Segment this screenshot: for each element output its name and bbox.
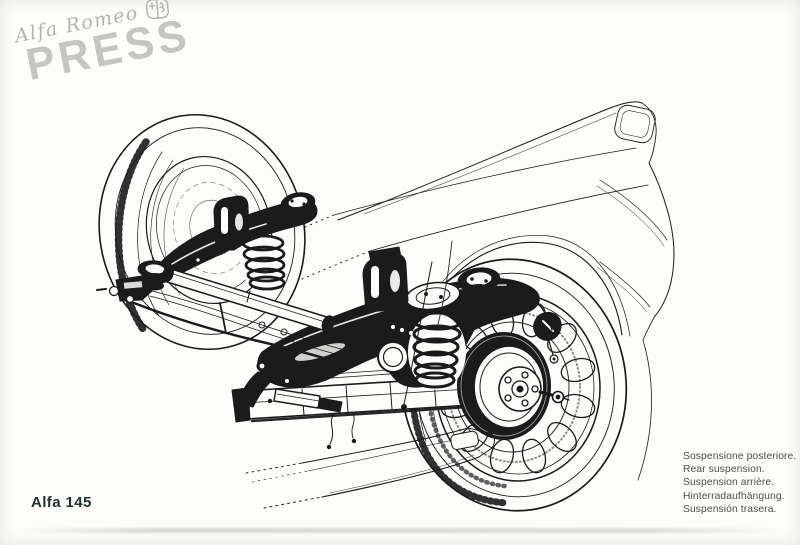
arm-end-mount (280, 192, 316, 217)
bushing-eye (377, 341, 409, 373)
left-wheel (98, 113, 306, 351)
alfa-romeo-badge-icon (145, 0, 169, 20)
tire-tread (114, 138, 150, 333)
brake-caliper-fitting (533, 312, 562, 364)
caption-line-es: Suspensión trasera. (683, 503, 777, 515)
model-label: Alfa 145 (31, 494, 92, 511)
left-trailing-arm (96, 192, 353, 365)
brake-pipes (149, 290, 353, 359)
caption-line-de: Hinterradaufhängung. (683, 490, 785, 502)
upper-mount (457, 267, 501, 296)
mount-clevis (96, 274, 153, 304)
sill-panel (245, 427, 495, 509)
press-logo: Alfa Romeo PRESS (13, 0, 194, 90)
wheel-hub (498, 366, 570, 412)
caption-line-fr: Suspension arrière. (683, 477, 775, 489)
scan-shadow-band (18, 528, 786, 533)
tail-light (614, 104, 656, 144)
arm-bracket (213, 195, 250, 251)
coil-spring-center (408, 311, 466, 390)
tire-tread (409, 400, 511, 507)
shock-absorber-tube (162, 265, 335, 333)
damper-bracket (362, 246, 409, 313)
brake-lines (401, 240, 453, 410)
brake-drum (457, 298, 570, 440)
body-crease-lines (237, 147, 649, 301)
rear-bumper (596, 162, 675, 481)
caption-line-en: Rear suspension. (683, 464, 765, 476)
caption-line-it: Sospensione posteriore. (683, 451, 797, 462)
lower-links (238, 360, 357, 450)
jack-slot (450, 430, 479, 450)
caption-block: Sospensione posteriore. Rear suspension.… (683, 450, 796, 516)
coil-spring-left (240, 234, 290, 291)
